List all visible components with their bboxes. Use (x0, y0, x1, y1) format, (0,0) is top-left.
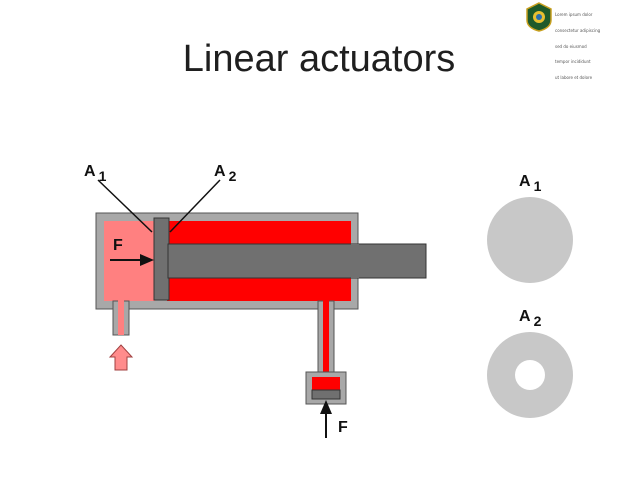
force-left-label: F (113, 237, 123, 254)
a2-pointer-line (169, 179, 221, 233)
force-bottom-label: F (338, 419, 348, 436)
a1-pointer-line (97, 179, 153, 233)
a1-area-circle (487, 197, 573, 283)
piston-rod (167, 243, 427, 279)
force-bottom-arrow-head (320, 400, 332, 414)
piston (153, 217, 170, 301)
logo-emblem (526, 2, 552, 32)
force-left-arrow-head (140, 254, 154, 266)
logo-text: Lorem ipsum dolor consectetur adipiscing… (555, 12, 601, 80)
transfer-pipe-fluid (323, 300, 329, 378)
rod-seal (351, 244, 359, 278)
small-piston (311, 389, 341, 400)
inlet-port-fluid (118, 300, 124, 335)
institution-logo: Lorem ipsum dolor consectetur adipiscing… (525, 2, 635, 80)
slide-title: Linear actuators (182, 38, 456, 80)
inlet-flow-arrow (108, 344, 134, 371)
small-cylinder-fluid (312, 377, 340, 391)
a2-annulus-hole (515, 360, 545, 390)
